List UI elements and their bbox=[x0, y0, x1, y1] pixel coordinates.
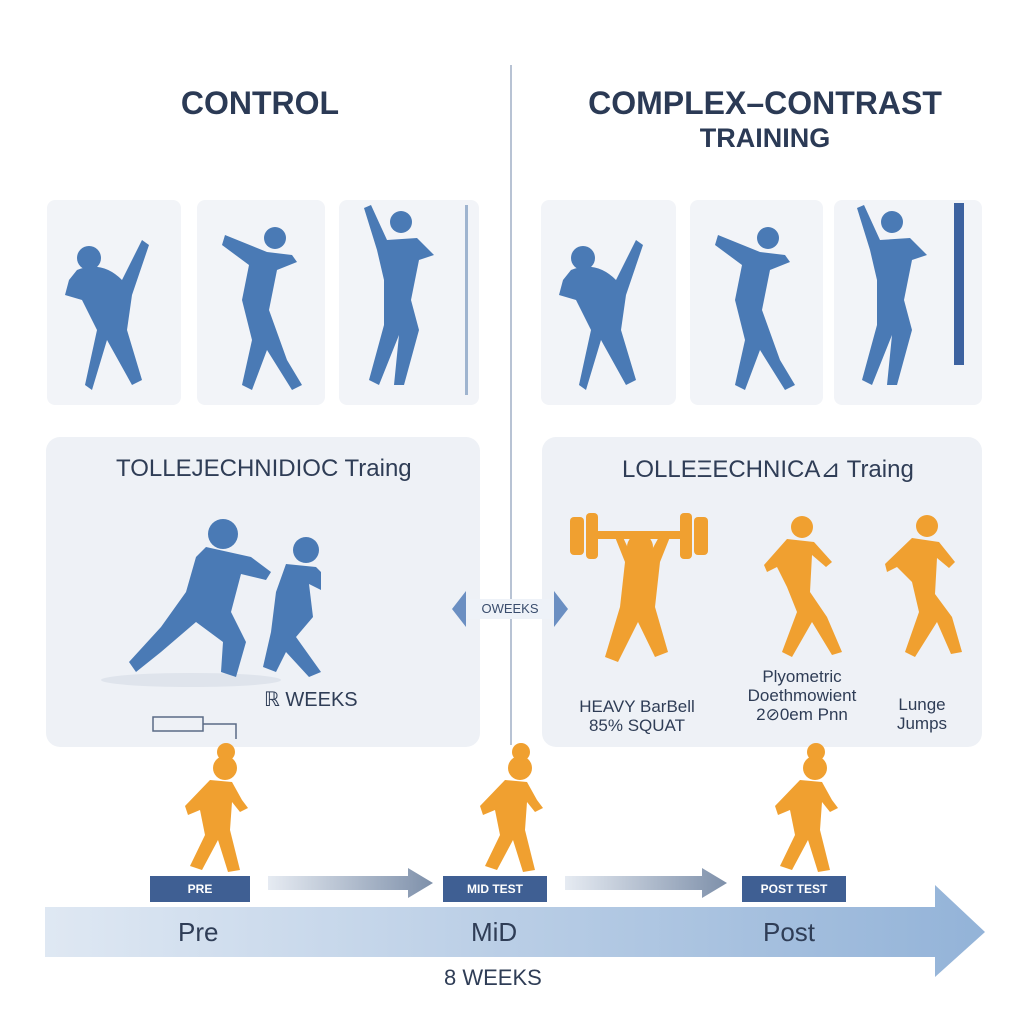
exercise-caption-3: Lunge Jumps bbox=[896, 695, 948, 733]
runner-post-icon bbox=[775, 743, 838, 872]
connector-arrow-icon bbox=[452, 591, 568, 627]
control-training-panel: TOLLEJECHNIDIOC Traing ℝ WEEKS bbox=[46, 437, 480, 747]
spike-figure-icon bbox=[65, 240, 149, 390]
control-title: CONTROL bbox=[180, 85, 340, 121]
control-card-3 bbox=[339, 200, 479, 405]
timeline-duration: 8 WEEKS bbox=[444, 965, 542, 990]
stage-tag-post: POST TEST bbox=[742, 876, 846, 902]
stage-tag-pre: PRE bbox=[150, 876, 250, 902]
jump-figure-icon bbox=[364, 205, 468, 395]
exercise-caption-1: HEAVY BarBell 85% SQUAT bbox=[579, 697, 695, 735]
jump-figure-icon bbox=[857, 203, 964, 385]
timeline-label-post: Post bbox=[763, 917, 816, 947]
lunge-jump-figure-icon bbox=[885, 515, 962, 657]
stage-arrow-icon bbox=[565, 868, 727, 898]
sensor-icon bbox=[152, 716, 237, 739]
complex-card-2 bbox=[690, 200, 823, 405]
barbell-squat-figure-icon bbox=[570, 513, 708, 662]
complex-panel-title: LOLLEΞECHNICA⊿ Traing bbox=[622, 456, 914, 483]
control-card-2 bbox=[197, 200, 325, 405]
exercise-caption-2: Plyometric Doethmowient 2⊘0em Pnn bbox=[747, 667, 857, 724]
group-divider bbox=[510, 65, 512, 745]
timeline-arrow-icon bbox=[45, 885, 985, 977]
block-figure-icon bbox=[715, 227, 795, 390]
complex-training-panel: LOLLEΞECHNICA⊿ Traing HEAVY BarBell 85% … bbox=[542, 437, 982, 747]
control-panel-title: TOLLEJECHNIDIOC Traing bbox=[116, 455, 412, 482]
complex-card-1 bbox=[541, 200, 676, 405]
control-card-1 bbox=[47, 200, 181, 405]
runner-pre-icon bbox=[185, 743, 248, 872]
complex-card-3 bbox=[834, 200, 982, 405]
block-figure-icon bbox=[222, 227, 302, 390]
runner-mid-icon bbox=[480, 743, 543, 872]
timeline-label-pre: Pre bbox=[178, 917, 219, 947]
stage-tag-mid: MID TEST bbox=[443, 876, 547, 902]
control-duration-label: ℝ WEEKS bbox=[264, 689, 358, 711]
timeline-label-mid: MiD bbox=[471, 917, 518, 947]
spike-figure-icon bbox=[559, 240, 643, 390]
complex-title-line1: COMPLEX–CONTRAST bbox=[588, 85, 942, 121]
plyometric-figure-icon bbox=[764, 516, 842, 657]
connector-label: OWEEKS bbox=[481, 601, 539, 616]
stage-arrow-icon bbox=[268, 868, 433, 898]
complex-title-line2: TRAINING bbox=[699, 123, 831, 153]
sprint-figure-icon bbox=[101, 519, 321, 687]
